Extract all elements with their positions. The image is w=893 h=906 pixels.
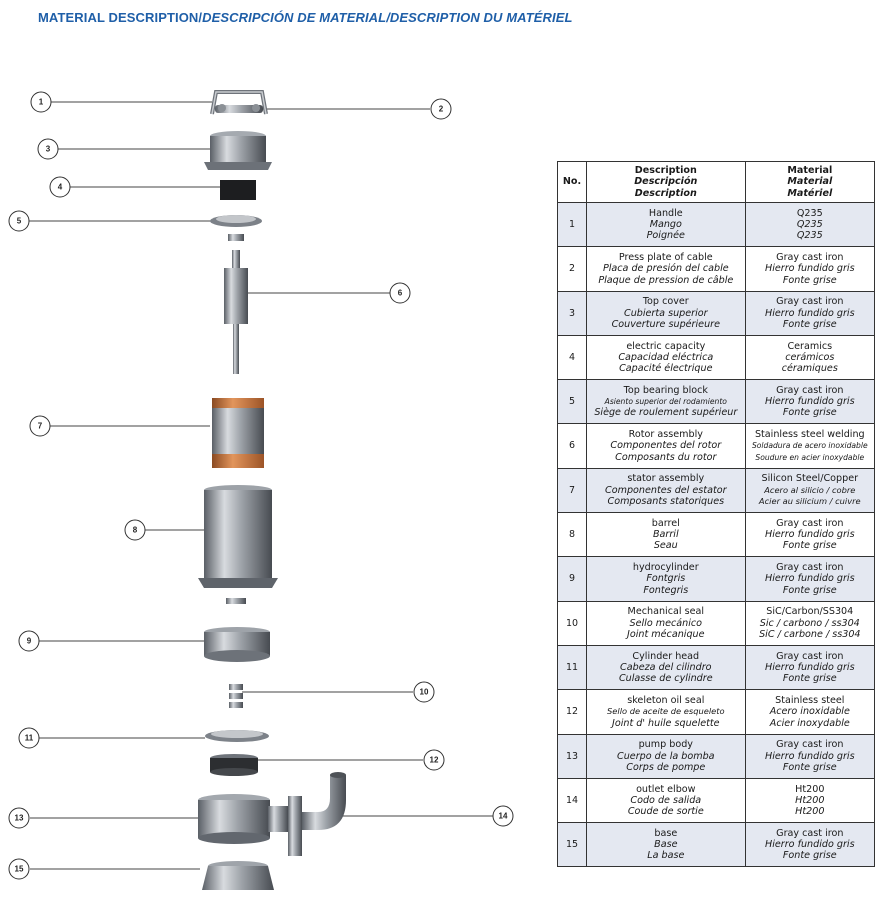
callout-15: 15 xyxy=(8,858,30,880)
leader-lines xyxy=(28,101,493,870)
callout-14: 14 xyxy=(492,805,514,827)
svg-text:11: 11 xyxy=(25,734,34,743)
pump-body-part xyxy=(198,794,288,844)
svg-text:15: 15 xyxy=(15,865,24,874)
callout-11: 11 xyxy=(18,727,40,749)
base-part xyxy=(202,861,274,890)
outlet-elbow-part xyxy=(288,772,346,856)
title-english: MATERIAL DESCRIPTION/ xyxy=(38,10,203,25)
callout-8: 8 xyxy=(124,519,146,541)
capacitor-part xyxy=(220,180,256,200)
callout-13: 13 xyxy=(8,807,30,829)
svg-text:1: 1 xyxy=(39,98,44,107)
callout-4: 4 xyxy=(49,176,71,198)
callout-3: 3 xyxy=(37,138,59,160)
svg-text:6: 6 xyxy=(398,289,403,298)
callout-12: 12 xyxy=(423,749,445,771)
svg-text:13: 13 xyxy=(15,814,24,823)
svg-text:3: 3 xyxy=(46,145,51,154)
exploded-pump-diagram: 1 2 3 4 5 6 7 8 9 10 11 12 13 14 15 xyxy=(8,90,514,890)
header-no: No. xyxy=(557,161,587,203)
mechanical-seal-part xyxy=(229,684,243,708)
table-header-row: No. Description Descripción Description … xyxy=(557,161,876,203)
svg-text:8: 8 xyxy=(133,526,138,535)
svg-text:10: 10 xyxy=(420,688,429,697)
callout-2: 2 xyxy=(430,98,452,120)
title-translations: DESCRIPCIÓN DE MATERIAL/DESCRIPTION DU M… xyxy=(202,10,573,25)
hydrocylinder-part xyxy=(204,627,270,662)
barrel-part xyxy=(198,485,278,604)
svg-text:5: 5 xyxy=(17,217,22,226)
page-title: MATERIAL DESCRIPTION/DESCRIPCIÓN DE MATE… xyxy=(38,10,573,25)
svg-text:9: 9 xyxy=(27,637,32,646)
callout-10: 10 xyxy=(413,681,435,703)
stator-part xyxy=(212,398,264,468)
material-table: No. Description Descripción Description … xyxy=(557,161,876,868)
rotor-part xyxy=(224,250,248,374)
svg-text:14: 14 xyxy=(499,812,508,821)
callout-6: 6 xyxy=(389,282,411,304)
svg-text:4: 4 xyxy=(58,183,63,192)
handle-part xyxy=(210,90,268,115)
header-material: Material Material Matériel xyxy=(744,161,876,203)
header-description: Description Descripción Description xyxy=(586,161,746,203)
top-cover-part xyxy=(204,131,272,170)
callout-9: 9 xyxy=(18,630,40,652)
impeller-part xyxy=(210,754,258,776)
svg-text:12: 12 xyxy=(430,756,439,765)
top-bearing-block-part xyxy=(210,215,262,241)
callout-7: 7 xyxy=(29,415,51,437)
callout-1: 1 xyxy=(30,91,52,113)
callout-5: 5 xyxy=(8,210,30,232)
svg-text:2: 2 xyxy=(439,105,444,114)
cylinder-head-part xyxy=(205,730,269,742)
svg-text:7: 7 xyxy=(38,422,43,431)
